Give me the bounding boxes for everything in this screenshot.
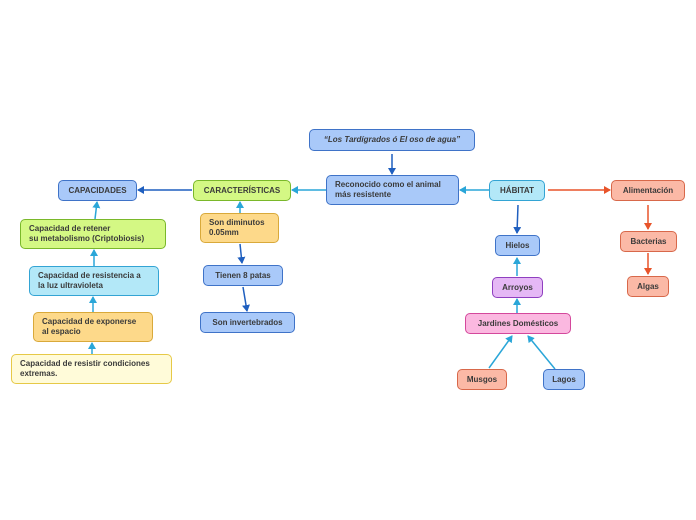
node-cap-espacio[interactable]: Capacidad de exponerse al espacio (33, 312, 153, 342)
node-invertebrados[interactable]: Son invertebrados (200, 312, 295, 333)
node-musgos[interactable]: Musgos (457, 369, 507, 390)
node-patas[interactable]: Tienen 8 patas (203, 265, 283, 286)
node-cap-luz[interactable]: Capacidad de resistencia a la luz ultrav… (29, 266, 159, 296)
node-lagos[interactable]: Lagos (543, 369, 585, 390)
node-hielos[interactable]: Hielos (495, 235, 540, 256)
link-lagos-jardines (527, 335, 556, 370)
node-arroyos[interactable]: Arroyos (492, 277, 543, 298)
link-habitat-hielos (513, 204, 522, 234)
node-alimentacion[interactable]: Alimentación (611, 180, 685, 201)
node-diminutos[interactable]: Son diminutos 0.05mm (200, 213, 279, 243)
node-bacterias[interactable]: Bacterias (620, 231, 677, 252)
node-capacidades[interactable]: CAPACIDADES (58, 180, 137, 201)
link-patas-invertebrados (242, 286, 250, 312)
node-title[interactable]: “Los Tardígrados ó El oso de agua” (309, 129, 475, 151)
node-habitat[interactable]: HÁBITAT (489, 180, 545, 201)
node-caracteristicas[interactable]: CARACTERÍSTICAS (193, 180, 291, 201)
node-cap-condiciones[interactable]: Capacidad de resistir condiciones extrem… (11, 354, 172, 384)
link-diminutos-patas (237, 243, 246, 264)
node-algas[interactable]: Algas (627, 276, 669, 297)
node-central[interactable]: Reconocido como el animal más resistente (326, 175, 459, 205)
node-jardines[interactable]: Jardines Domésticos (465, 313, 571, 334)
link-metabolismo-capacidades (92, 201, 101, 220)
link-musgos-jardines (488, 335, 513, 369)
node-cap-metabolismo[interactable]: Capacidad de retener su metabolismo (Cri… (20, 219, 166, 249)
